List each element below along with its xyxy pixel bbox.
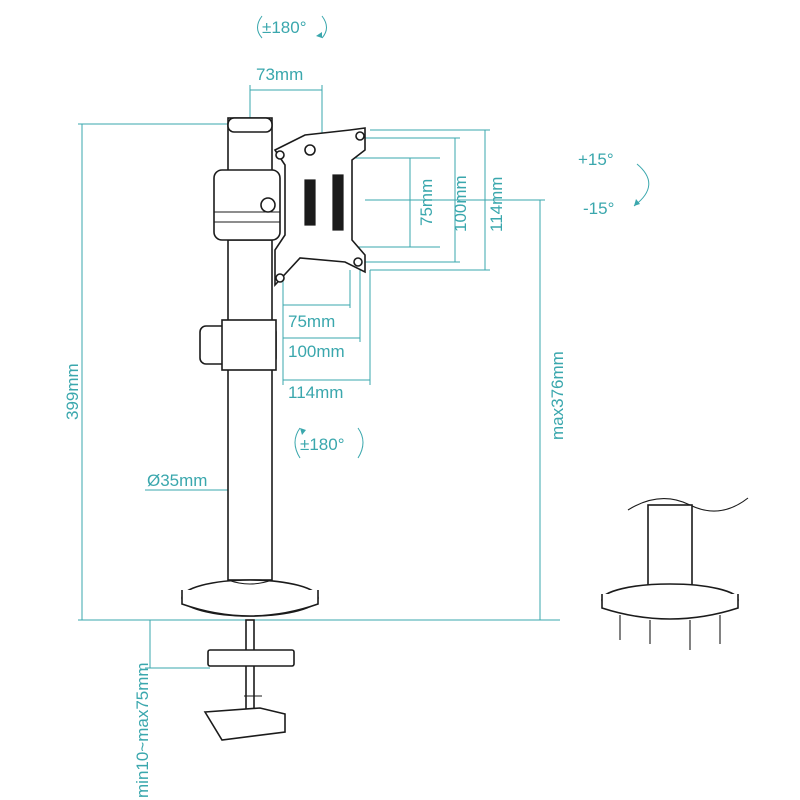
vesa-hole-bl: [275, 273, 285, 283]
monitor-mount: [181, 117, 366, 741]
tilt-down-label: -15°: [583, 199, 614, 218]
vesa-plate: [273, 127, 366, 288]
vesa-h-75-label: 75mm: [288, 312, 335, 331]
offset-width-label: 73mm: [256, 65, 303, 84]
vesa-hole-tl: [275, 150, 285, 160]
grommet-mount-inset: [601, 497, 749, 650]
vesa-hole-br: [353, 257, 363, 267]
vesa-h-100-label: 100mm: [288, 342, 345, 361]
vesa-v-75-label: 75mm: [417, 179, 436, 226]
inset-base-side: [601, 594, 739, 620]
rotate-mid-arc-left: [294, 427, 301, 459]
clamp-bar: [207, 649, 295, 667]
rotate-middle-label: ±180°: [300, 435, 345, 454]
vesa-h-114-label: 114mm: [288, 383, 343, 402]
max-height-label: max376mm: [548, 351, 567, 440]
vesa-v-100-label: 100mm: [451, 175, 470, 232]
total-height-label: 399mm: [63, 363, 82, 420]
rotate-top-arc-left: [257, 15, 263, 39]
pole-diameter-label: Ø35mm: [147, 471, 207, 490]
cable-clip-ring: [221, 319, 277, 371]
vesa-v-114-label: 114mm: [487, 177, 506, 232]
base-collar-line: [227, 579, 273, 585]
dimension-lines: [78, 85, 560, 669]
inset-pole: [647, 504, 693, 592]
rotate-mid-arc-right: [357, 427, 364, 459]
pole: [227, 239, 273, 581]
collar-knob: [260, 197, 276, 213]
rotate-top-arc-right: [321, 15, 327, 39]
vesa-hole-tr: [355, 131, 365, 141]
tilt-up-label: +15°: [578, 150, 614, 169]
rotation-indicators: [257, 15, 650, 459]
vesa-slot-right: [332, 174, 344, 231]
dimension-labels: ±180° 73mm +15° -15° 75mm 100mm 114mm 75…: [63, 18, 614, 798]
clamp-foot: [203, 707, 286, 741]
vesa-slot-left: [304, 179, 316, 226]
tilt-arrowhead: [634, 199, 640, 206]
tilt-knob: [304, 144, 316, 156]
rotate-top-arrowhead: [316, 32, 322, 38]
pole-cap-top: [227, 117, 273, 133]
rotate-mid-arrowhead: [300, 428, 306, 435]
desk-thickness-label: min10~max75mm: [133, 662, 152, 798]
rotate-top-label: ±180°: [262, 18, 307, 37]
base-disc-side: [181, 590, 319, 617]
